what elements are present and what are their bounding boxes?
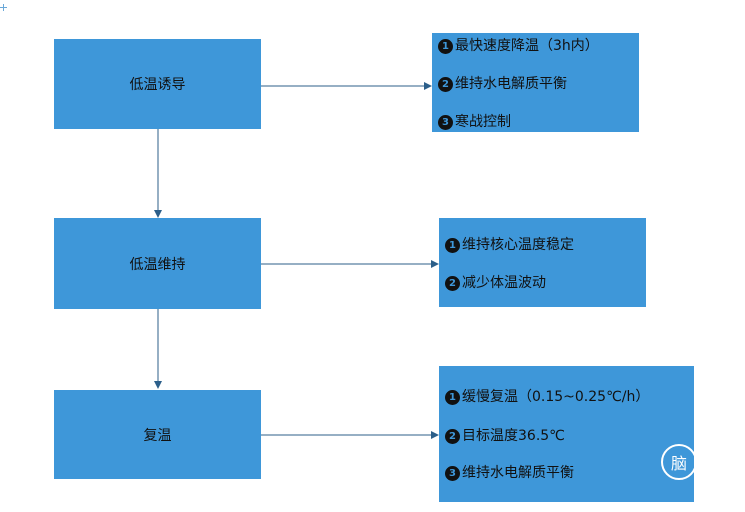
note-text: 维持水电解质平衡 (455, 76, 567, 92)
note-text: 减少体温波动 (462, 275, 546, 291)
step-maintenance-label: 低温维持 (129, 256, 186, 273)
step-rewarming-label: 复温 (143, 427, 172, 444)
note-text: 缓慢复温（0.15~0.25℃/h） (462, 389, 650, 405)
note-item: 3 维持水电解质平衡 (445, 464, 574, 482)
number-badge-icon: 1 (445, 389, 460, 405)
note-text: 寒战控制 (455, 114, 511, 130)
note-text: 最快速度降温（3h内） (455, 38, 599, 54)
note-text: 维持核心温度稳定 (462, 237, 574, 253)
step-induction: 低温诱导 (54, 39, 261, 129)
number-badge-icon: 2 (445, 428, 460, 444)
note-item: 3 寒战控制 (438, 113, 511, 131)
notes-maintenance: 1 维持核心温度稳定 2 减少体温波动 (439, 218, 646, 307)
step-maintenance: 低温维持 (54, 218, 261, 309)
watermark-text: 脑 (670, 454, 687, 473)
note-item: 2 目标温度36.5℃ (445, 427, 565, 445)
number-badge-icon: 1 (438, 38, 453, 54)
notes-rewarming: 1 缓慢复温（0.15~0.25℃/h） 2 目标温度36.5℃ 3 维持水电解… (439, 366, 697, 502)
note-text: 维持水电解质平衡 (462, 465, 574, 481)
number-badge-icon: 1 (445, 237, 460, 253)
note-text: 目标温度36.5℃ (462, 428, 565, 444)
number-badge-icon: 2 (445, 275, 460, 291)
note-item: 2 维持水电解质平衡 (438, 75, 567, 93)
corner-cross-mark (0, 4, 7, 11)
note-item: 1 最快速度降温（3h内） (438, 37, 599, 55)
number-badge-icon: 3 (438, 114, 453, 130)
step-rewarming: 复温 (54, 390, 261, 479)
note-item: 1 维持核心温度稳定 (445, 236, 574, 254)
notes-induction: 1 最快速度降温（3h内） 2 维持水电解质平衡 3 寒战控制 (432, 33, 639, 132)
number-badge-icon: 2 (438, 76, 453, 92)
note-item: 2 减少体温波动 (445, 274, 546, 292)
note-item: 1 缓慢复温（0.15~0.25℃/h） (445, 388, 649, 406)
step-induction-label: 低温诱导 (129, 77, 186, 93)
number-badge-icon: 3 (445, 465, 460, 481)
watermark-logo-icon: 脑 (661, 444, 697, 480)
